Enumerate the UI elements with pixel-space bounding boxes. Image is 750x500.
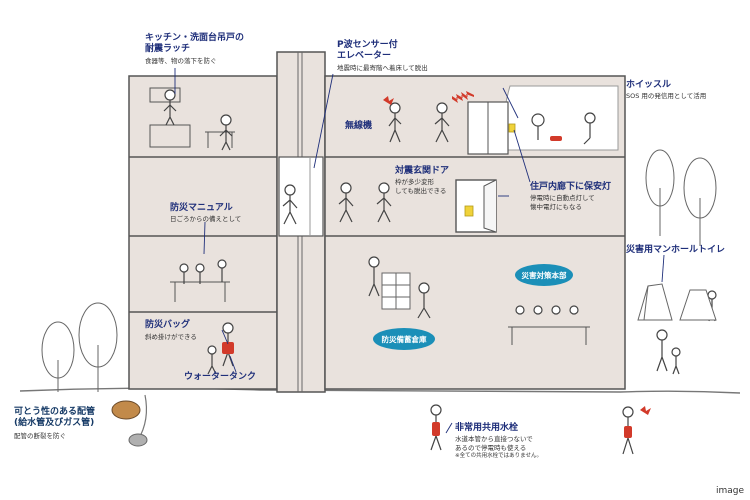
water-tank-title: ウォータータンク [184, 372, 257, 382]
door-desc: 枠が多少変形 しても脱出できる [395, 178, 446, 195]
hydrant-desc: 水道本管から直接つないで あるので停電時も使える ※全ての共用水栓ではありません… [455, 435, 542, 461]
latch-title-line-1: キッチン・洗面台吊戸の [145, 33, 245, 43]
door-title: 対震玄関ドア [395, 166, 450, 176]
manual-desc: 日ごろからの備えとして [170, 215, 242, 223]
hydrant-desc-line-2: あるので停電時も使える [455, 443, 527, 452]
latch-title: キッチン・洗面台吊戸の 耐震ラッチ [145, 33, 244, 55]
elevator-title-line-2: エレベーター [337, 51, 392, 61]
toilet-title: 災害用マンホールトイレ [626, 245, 726, 255]
elevator-desc: 地震時に最寄階へ着床して脱出 [337, 64, 428, 72]
elevator-title: P波センサー付 エレベーター [337, 40, 398, 62]
light-desc-line-1: 停電時に自動点灯して [530, 194, 595, 202]
storage-badge: 防災備蓄倉庫 [373, 328, 435, 350]
pipe-desc: 配管の断裂を防ぐ [14, 432, 66, 440]
kitchen-scene [149, 87, 235, 148]
pipe-title: 可とう性のある配管 (給水管及びガス管) [14, 407, 95, 429]
whistle-desc: SOS 用の発信用として活用 [626, 92, 707, 100]
tent-icon [637, 283, 717, 321]
people [163, 89, 717, 455]
hydrant-desc-line-3: ※全ての共用水栓ではありません。 [455, 453, 542, 459]
leader-lines [174, 68, 665, 434]
radio-title: 無線機 [345, 121, 373, 131]
left-block [128, 75, 278, 390]
radio-signal-icon [383, 96, 394, 105]
elevator-title-line-1: P波センサー付 [337, 40, 398, 50]
light-title: 住戸内廊下に保安灯 [530, 182, 612, 192]
manual-title: 防災マニュアル [170, 203, 233, 213]
hydrant-title: 非常用共用水栓 [455, 423, 519, 433]
tree-icon [41, 149, 717, 392]
bag-title: 防災バッグ [145, 320, 191, 330]
pipe-icon [111, 394, 148, 447]
pipe-title-line-2: (給水管及びガス管) [14, 418, 95, 428]
image-caption: image [715, 486, 744, 496]
light-desc-line-2: 懐中電灯にもなる [530, 202, 582, 211]
security-light [464, 205, 474, 217]
hydrant-desc-line-1: 水道本管から直接つないで [455, 435, 533, 443]
red-accents [222, 91, 651, 438]
light-desc: 停電時に自動点灯して 懐中電灯にもなる [530, 194, 595, 211]
latch-desc: 食器等、物の落下を防ぐ [145, 57, 217, 65]
bag-desc: 斜め掛けができる [145, 333, 197, 341]
latch-title-line-2: 耐震ラッチ [145, 44, 191, 54]
hq-badge: 災害対策本部 [515, 264, 573, 286]
meeting-table [508, 326, 590, 345]
elevator-car [278, 156, 324, 237]
storage-boxes [381, 272, 411, 310]
door-desc-line-1: 枠が多少変形 [395, 178, 434, 186]
pipe-title-line-1: 可とう性のある配管 [14, 407, 96, 417]
whistle-title: ホイッスル [626, 80, 672, 90]
door-desc-line-2: しても脱出できる [395, 186, 447, 195]
